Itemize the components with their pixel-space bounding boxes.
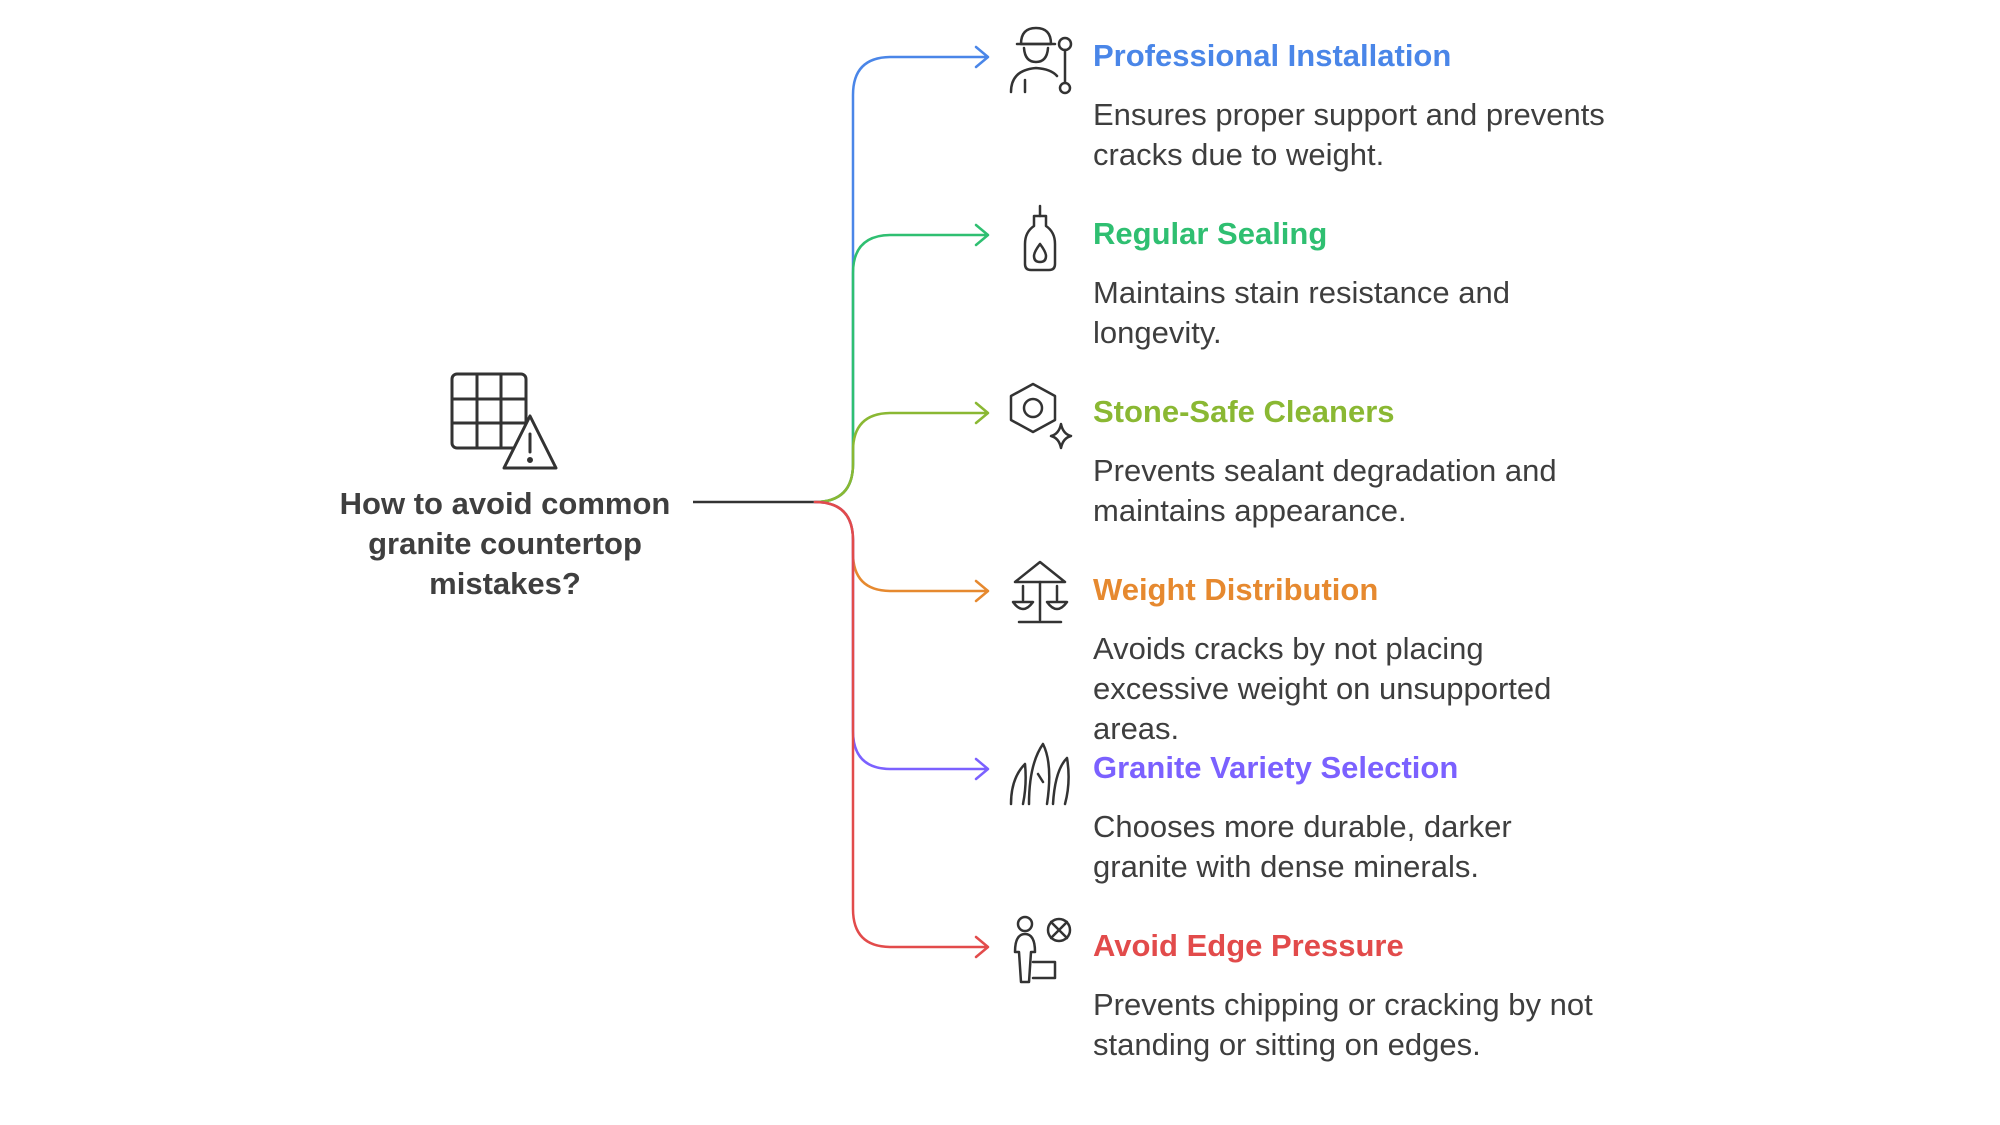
sealant-bottle-icon: [1003, 200, 1077, 274]
balance-scale-icon: [1003, 556, 1077, 630]
branch-title-stone-safe-cleaners: Stone-Safe Cleaners: [1093, 394, 1395, 429]
branch-description-avoid-edge-pressure: Prevents chipping or cracking by not sta…: [1093, 987, 1593, 1062]
branch-connector-5: [813, 500, 990, 781]
branch-title-professional-installation: Professional Installation: [1093, 38, 1452, 73]
branch-connector-1: [813, 45, 990, 504]
branch-connector-6: [813, 500, 990, 959]
branch-connector-4: [813, 500, 990, 603]
branch-title-avoid-edge-pressure: Avoid Edge Pressure: [1093, 928, 1404, 963]
branch-title-weight-distribution: Weight Distribution: [1093, 572, 1379, 607]
branch-description-regular-sealing: Maintains stain resistance and longevity…: [1093, 275, 1511, 350]
branch-connector-2: [813, 223, 990, 504]
central-topic-title: How to avoid common granite countertop m…: [339, 486, 671, 601]
person-no-sign-icon: [1003, 912, 1077, 986]
branch-description-stone-safe-cleaners: Prevents sealant degradation and maintai…: [1093, 453, 1557, 528]
branch-title-regular-sealing: Regular Sealing: [1093, 216, 1328, 251]
branch-description-professional-installation: Ensures proper support and prevents crac…: [1093, 97, 1605, 172]
branch-title-granite-variety-selection: Granite Variety Selection: [1093, 750, 1459, 785]
branch-description-granite-variety-selection: Chooses more durable, darker granite wit…: [1093, 809, 1512, 884]
grid-warning-icon: [448, 370, 560, 474]
branch-description-weight-distribution: Avoids cracks by not placing excessive w…: [1093, 631, 1552, 746]
worker-wrench-icon: [1003, 22, 1077, 96]
branch-connector-3: [813, 401, 990, 504]
hexagon-sparkle-icon: [1003, 378, 1077, 452]
crystals-icon: [1003, 734, 1077, 808]
